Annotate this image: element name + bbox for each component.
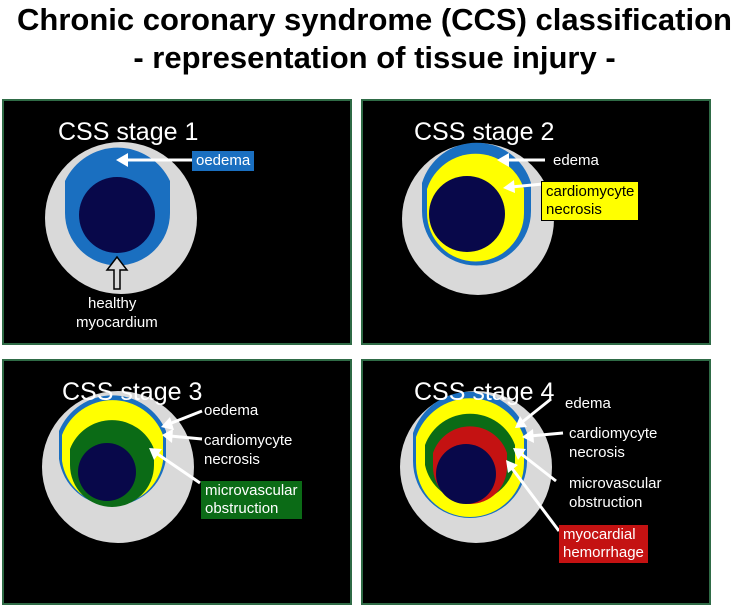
oedema-label: oedema — [192, 151, 255, 171]
panel-stage-2: CSS stage 2 edema cardiomycyte necrosis — [361, 99, 711, 345]
mvo-label-line-2: obstruction — [569, 494, 643, 511]
hemorrhage-label-line-2: hemorrhage — [563, 544, 644, 561]
lumen-circle — [436, 444, 496, 504]
edema-label: edema — [565, 395, 611, 412]
mvo-label-line-2: obstruction — [205, 500, 279, 517]
stage-1-diagram — [45, 142, 197, 294]
mvo-label-line-1: microvascular — [569, 475, 662, 492]
stage-title: CSS stage 3 — [62, 378, 203, 406]
necrosis-arrow-head — [162, 429, 173, 443]
healthy-myocardium-arrow — [105, 255, 129, 290]
mvo-arrow-head — [513, 448, 526, 460]
necrosis-arrow — [169, 434, 203, 441]
stage-title: CSS stage 4 — [414, 378, 555, 406]
stage-title: CSS stage 1 — [58, 118, 199, 146]
necrosis-arrow-head — [503, 180, 515, 193]
mvo-arrow — [155, 451, 201, 485]
edema-label: edema — [553, 152, 599, 169]
necrosis-label-line-1: cardiomycyte — [569, 425, 658, 442]
panel-stage-4: CSS stage 4 edema cardiomycyte necrosis … — [361, 359, 711, 605]
edema-arrow — [520, 397, 552, 425]
necrosis-label-line-2: necrosis — [546, 201, 602, 218]
hemorrhage-arrow — [509, 466, 561, 532]
lumen-circle — [78, 443, 136, 501]
necrosis-arrow-head — [522, 429, 534, 443]
stage-title: CSS stage 2 — [414, 118, 555, 146]
mvo-arrow-head — [149, 448, 162, 460]
stage-4-diagram — [400, 391, 564, 543]
stage-2-diagram — [402, 142, 554, 295]
main-title-line-1: Chronic coronary syndrome (CCS) classifi… — [17, 2, 732, 37]
lumen-circle — [79, 177, 155, 253]
main-title-line-2: - representation of tissue injury - — [133, 40, 616, 75]
oedema-label: oedema — [204, 402, 259, 419]
necrosis-label-line-1: cardiomycyte — [546, 183, 635, 200]
necrosis-arrow — [510, 182, 544, 189]
necrosis-label-line-2: necrosis — [569, 444, 625, 461]
healthy-label: healthy — [88, 295, 137, 312]
necrosis-label-line-2: necrosis — [204, 451, 260, 468]
edema-arrow-head — [515, 416, 527, 428]
oedema-arrow — [168, 409, 203, 426]
necrosis-label-line-1: cardiomycyte — [204, 432, 293, 449]
hemorrhage-arrow-head — [506, 460, 518, 473]
mvo-label-line-1: microvascular — [205, 482, 298, 499]
oedema-arrow-head — [116, 153, 128, 167]
lumen-circle — [429, 176, 505, 252]
necrosis-label-box: cardiomycyte necrosis — [541, 181, 640, 221]
hemorrhage-label-box: myocardial hemorrhage — [559, 525, 648, 563]
edema-arrow-head — [497, 153, 509, 167]
myocardium-label: myocardium — [76, 314, 158, 331]
panel-stage-1: CSS stage 1 oedema healthy myocardium — [2, 99, 352, 345]
necrosis-arrow — [529, 431, 564, 438]
mvo-label-box: microvascular obstruction — [201, 481, 302, 519]
stage-3-diagram — [42, 391, 203, 543]
panel-stage-3: CSS stage 3 oedema cardiomycyte necrosis… — [2, 359, 352, 605]
mvo-arrow — [519, 451, 557, 483]
oedema-arrow-head — [161, 417, 174, 430]
hemorrhage-label-line-1: myocardial — [563, 526, 636, 543]
